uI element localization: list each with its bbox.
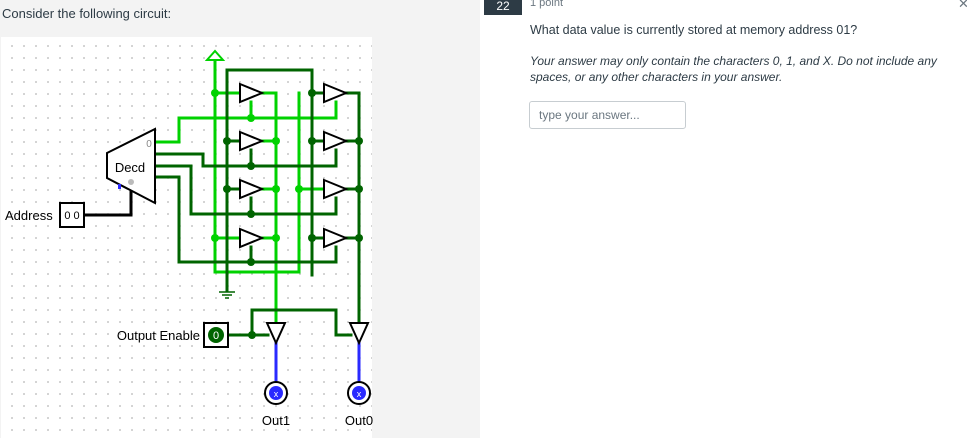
decoder-output0-label: 0: [146, 139, 152, 150]
question-number-badge: 22: [484, 0, 522, 15]
decoder-label: Decd: [115, 160, 145, 175]
question-text: What data value is currently stored at m…: [530, 23, 858, 37]
tristate-buffers: [239, 82, 370, 346]
out1-label: Out1: [262, 413, 290, 428]
out0-value: x: [357, 389, 362, 399]
address-value: 0 0: [64, 210, 79, 222]
decoder: [106, 127, 156, 205]
circuit-diagram: Decd 0 Address 0 0 Output Enable 0 x x O…: [5, 49, 373, 428]
output-enable-label: Output Enable: [117, 328, 200, 343]
close-icon[interactable]: ✕: [958, 0, 967, 11]
answer-input[interactable]: [529, 101, 686, 129]
wires-low: [153, 68, 361, 337]
address-label: Address: [5, 208, 53, 223]
power-icon: [204, 49, 226, 61]
circuit-panel: Consider the following circuit:: [0, 0, 480, 438]
junction-dots: [211, 89, 363, 339]
ground-icon: [219, 291, 235, 299]
out1-value: x: [274, 389, 279, 399]
question-instructions: Your answer may only contain the charact…: [530, 54, 937, 84]
out1-buffer: [265, 322, 287, 346]
out0-label: Out0: [345, 413, 373, 428]
output-enable-value: 0: [213, 330, 219, 342]
question-points: 1 point: [530, 0, 564, 9]
prompt-text: Consider the following circuit:: [2, 6, 172, 21]
out0-buffer: [348, 322, 370, 346]
out0-pin: x: [347, 381, 371, 405]
out1-pin: x: [264, 381, 288, 405]
address-input[interactable]: [59, 202, 85, 228]
wires-unknown: [274, 341, 361, 387]
